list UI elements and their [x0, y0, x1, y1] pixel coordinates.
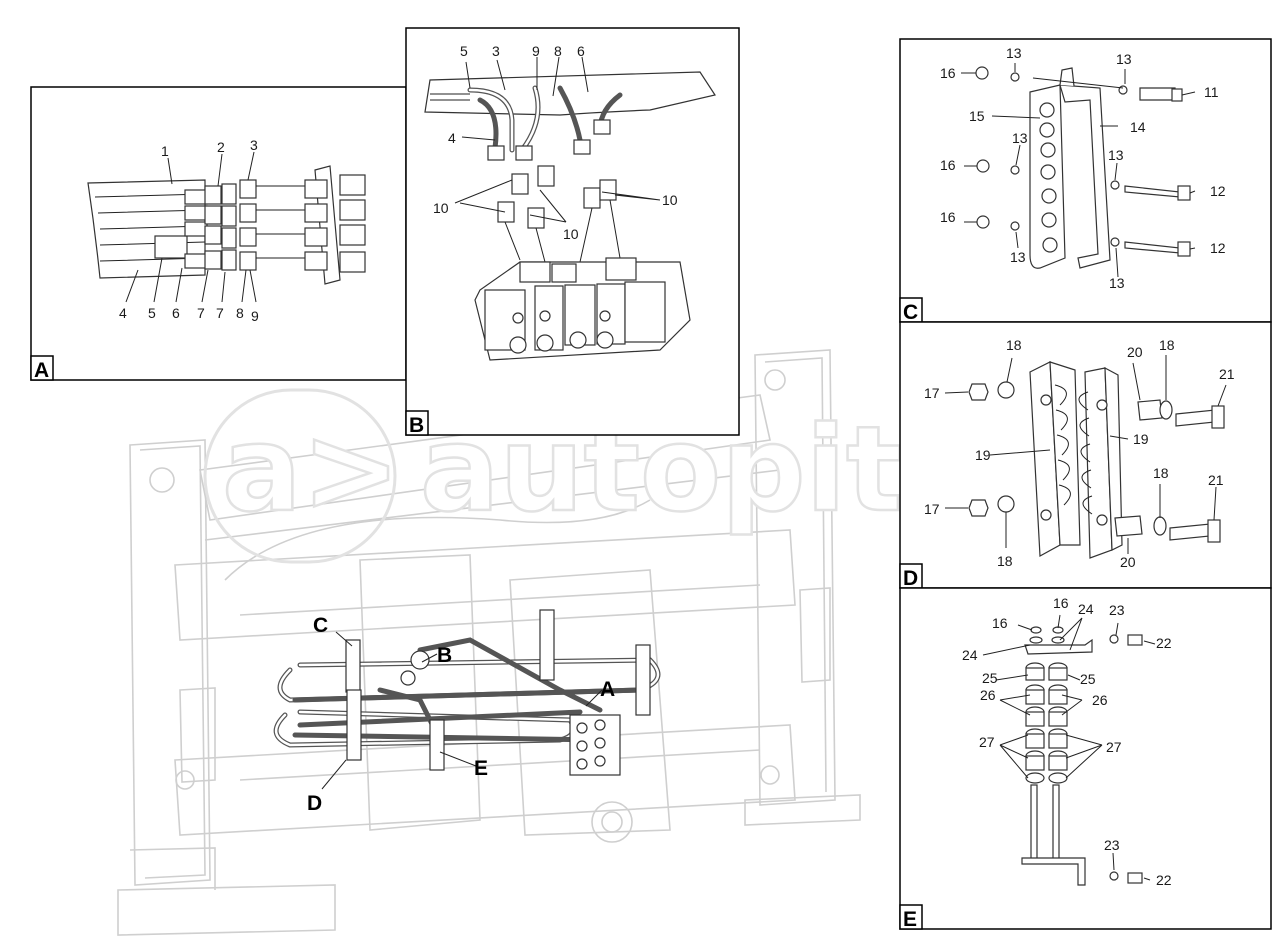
a-label-4: 4 [119, 305, 127, 321]
b-label-4: 4 [448, 130, 456, 146]
d-label-18d: 18 [997, 553, 1013, 569]
e-label-23b: 23 [1104, 837, 1120, 853]
e-label-16b: 16 [1053, 595, 1069, 611]
panel-c: 13 16 13 11 15 14 13 16 13 12 16 13 12 1… [899, 38, 1272, 324]
e-label-24a: 24 [1078, 601, 1094, 617]
c-label-13c: 13 [1012, 130, 1028, 146]
d-label-18a: 18 [1006, 337, 1022, 353]
b-label-10c: 10 [662, 192, 678, 208]
watermark-logo: a> [222, 400, 401, 538]
callout-d[interactable]: D [307, 792, 322, 815]
a-label-6: 6 [172, 305, 180, 321]
c-label-13e: 13 [1010, 249, 1026, 265]
a-label-1: 1 [161, 143, 169, 159]
b-label-10b: 10 [563, 226, 579, 242]
b-label-6: 6 [577, 43, 585, 59]
e-label-24b: 24 [962, 647, 978, 663]
d-label-18c: 18 [1153, 465, 1169, 481]
e-label-26a: 26 [980, 687, 996, 703]
d-label-17a: 17 [924, 385, 940, 401]
d-label-21a: 21 [1219, 366, 1235, 382]
panel-c-tag: C [903, 301, 918, 324]
e-label-23a: 23 [1109, 602, 1125, 618]
a-label-8: 8 [236, 305, 244, 321]
d-label-17b: 17 [924, 501, 940, 517]
c-label-16b: 16 [940, 157, 956, 173]
callout-b[interactable]: B [437, 644, 452, 667]
b-label-8: 8 [554, 43, 562, 59]
e-label-27a: 27 [979, 734, 995, 750]
c-label-16c: 16 [940, 209, 956, 225]
b-label-10a: 10 [433, 200, 449, 216]
b-label-5: 5 [460, 43, 468, 59]
panel-b: 5 3 9 8 6 4 10 10 10 B [405, 27, 740, 437]
e-label-16a: 16 [992, 615, 1008, 631]
a-label-3: 3 [250, 137, 258, 153]
a-label-2: 2 [217, 139, 225, 155]
c-label-13a: 13 [1006, 45, 1022, 61]
a-label-5: 5 [148, 305, 156, 321]
c-label-13b: 13 [1116, 51, 1132, 67]
d-label-19b: 19 [975, 447, 991, 463]
c-label-16a: 16 [940, 65, 956, 81]
d-label-20a: 20 [1127, 344, 1143, 360]
d-label-21b: 21 [1208, 472, 1224, 488]
a-label-7b: 7 [216, 305, 224, 321]
panel-e-tag: E [903, 908, 917, 931]
panel-a: 1 2 3 4 5 6 7 7 8 9 A [30, 86, 407, 382]
panel-d: 18 20 18 17 21 19 19 17 18 18 20 21 D [899, 321, 1272, 590]
e-label-26b: 26 [1092, 692, 1108, 708]
c-label-12a: 12 [1210, 183, 1226, 199]
c-label-15: 15 [969, 108, 985, 124]
c-label-13f: 13 [1109, 275, 1125, 291]
d-label-19a: 19 [1133, 431, 1149, 447]
e-label-27b: 27 [1106, 739, 1122, 755]
c-label-13d: 13 [1108, 147, 1124, 163]
callout-c[interactable]: C [313, 614, 328, 637]
c-label-12b: 12 [1210, 240, 1226, 256]
e-label-25b: 25 [1080, 671, 1096, 687]
c-label-11: 11 [1204, 84, 1219, 100]
b-label-9: 9 [532, 43, 540, 59]
panel-a-tag: A [34, 359, 49, 382]
e-label-22a: 22 [1156, 635, 1172, 651]
panel-e: 16 16 24 23 24 22 25 25 26 26 27 27 23 2… [899, 587, 1272, 931]
callout-e[interactable]: E [474, 757, 488, 780]
e-label-22b: 22 [1156, 872, 1172, 888]
a-label-9: 9 [251, 308, 259, 324]
e-label-25a: 25 [982, 670, 998, 686]
callout-a[interactable]: A [600, 678, 615, 701]
b-label-3: 3 [492, 43, 500, 59]
panel-d-tag: D [903, 567, 918, 590]
a-label-7a: 7 [197, 305, 205, 321]
panel-b-tag: B [409, 414, 424, 437]
d-label-20b: 20 [1120, 554, 1136, 570]
c-label-14: 14 [1130, 119, 1146, 135]
d-label-18b: 18 [1159, 337, 1175, 353]
